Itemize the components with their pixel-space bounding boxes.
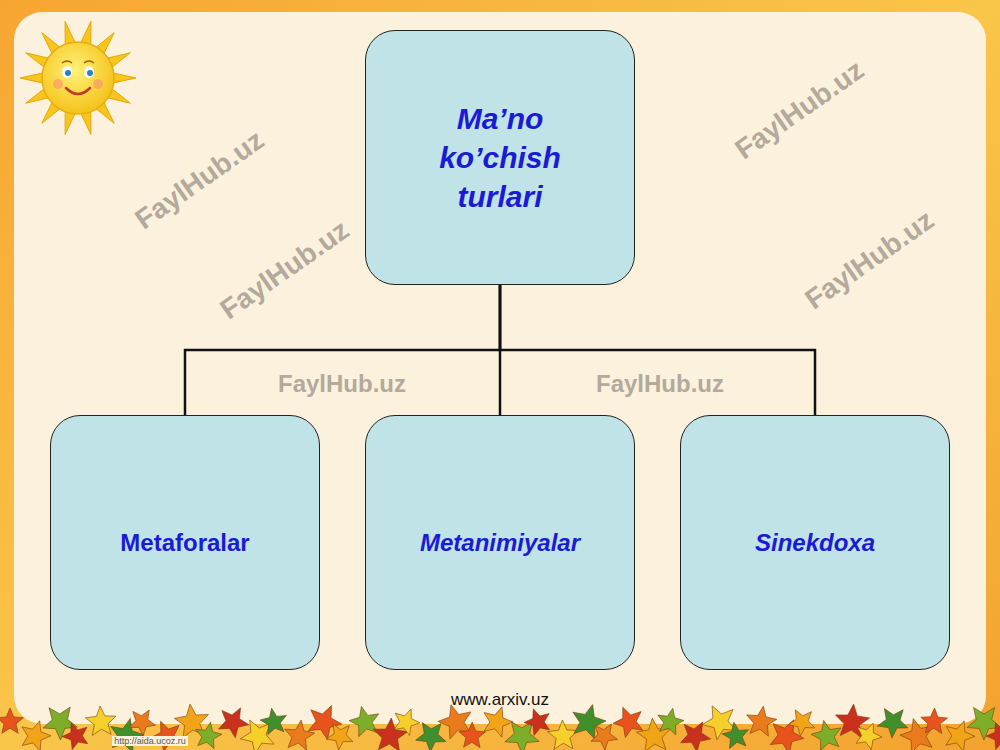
leaf <box>459 722 486 748</box>
sun-ray <box>112 73 136 84</box>
node-text: Ma’no ko’chish turlari <box>415 99 585 216</box>
category-box: Sinekdoxa <box>680 415 950 670</box>
leaf <box>878 709 908 739</box>
sun-ray <box>20 73 44 84</box>
leaf <box>219 708 249 738</box>
leaf <box>524 709 550 736</box>
leaf <box>349 706 379 736</box>
leaf <box>811 720 841 750</box>
leaf <box>856 723 882 750</box>
leaf <box>986 723 1000 750</box>
leaf <box>681 722 711 750</box>
leaf <box>658 708 684 735</box>
leaf <box>484 707 513 737</box>
leaf <box>0 708 23 733</box>
tree-connector <box>500 285 815 415</box>
leaf <box>285 720 315 750</box>
node-text: Metaforalar <box>120 527 249 558</box>
node-text: Metanimiyalar <box>420 527 580 558</box>
leaf <box>394 709 420 736</box>
leaf <box>722 722 748 748</box>
leaf <box>548 720 578 749</box>
leaf <box>921 708 948 734</box>
leaf-border <box>0 704 1000 750</box>
leaf <box>196 722 222 749</box>
sun-illustration <box>20 21 136 134</box>
leaf <box>788 710 814 736</box>
leaf <box>416 723 446 750</box>
root-box: Ma’no ko’chish turlari <box>365 30 635 285</box>
leaf <box>326 724 353 750</box>
watermark: FaylHub.uz <box>278 370 406 398</box>
inner-panel <box>14 12 986 724</box>
site-url: www.arxiv.uz <box>451 690 549 710</box>
leaf <box>260 708 286 734</box>
leaf <box>129 710 156 736</box>
node-text: Sinekdoxa <box>755 527 875 558</box>
leaf <box>86 706 116 736</box>
watermark: FaylHub.uz <box>596 370 724 398</box>
category-box: Metanimiyalar <box>365 415 635 670</box>
category-box: Metaforalar <box>50 415 320 670</box>
leaf <box>591 724 618 750</box>
leaf <box>747 706 777 736</box>
source-url: http://aida.ucoz.ru <box>112 736 188 746</box>
leaf <box>62 723 88 750</box>
